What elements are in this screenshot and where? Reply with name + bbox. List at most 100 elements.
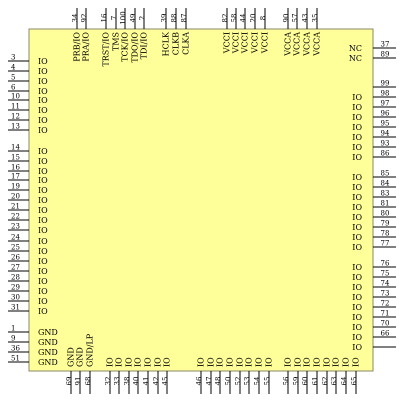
bottom-pin-number: 55 [264, 377, 272, 386]
left-pin-number: 51 [11, 355, 20, 363]
left-pin-label: IO [38, 216, 48, 225]
bottom-pin-label: IO [106, 357, 115, 367]
left-pin-number: 16 [11, 164, 20, 172]
bottom-pin-label: IO [255, 357, 264, 367]
right-pin-number: 71 [381, 310, 390, 318]
bottom-pin-label: IO [313, 357, 322, 367]
left-pin-label: IO [38, 226, 48, 235]
left-pin-label: IO [38, 147, 48, 156]
bottom-pin-label: IO [226, 357, 235, 367]
bottom-pins: 69GND91GND68GND/LP32IO33IO38IO40IO41IO42… [66, 333, 361, 394]
bottom-pin-number: 65 [351, 377, 359, 386]
left-pin-number: 12 [11, 113, 20, 121]
left-pin-number: 6 [11, 84, 16, 92]
left-pin-label: IO [38, 176, 48, 185]
bottom-pin-number: 50 [225, 377, 233, 386]
bottom-pin-label: IO [245, 357, 254, 367]
right-pin-number: 83 [381, 190, 390, 198]
bottom-pin-number: 60 [302, 377, 310, 386]
top-pin-label: TDI/IO [140, 32, 149, 60]
left-pin-number: 22 [11, 213, 20, 221]
left-pin-number: 25 [11, 244, 20, 252]
bottom-pin-number: 38 [124, 377, 132, 386]
top-pin-label: VCCA [293, 32, 302, 57]
bottom-pin-label: IO [352, 357, 361, 367]
left-pin-number: 17 [11, 173, 20, 181]
right-pin-number: 96 [381, 110, 390, 118]
top-pin-number: 43 [302, 14, 310, 23]
top-pin-number: 20 [250, 14, 258, 23]
bottom-pin-label: GND [67, 347, 76, 367]
bottom-pin-label: GND [76, 347, 85, 367]
bottom-pin-label: GND/LP [86, 333, 95, 367]
top-pin-number: 92 [81, 14, 89, 23]
right-pin-number: 85 [381, 170, 390, 178]
top-pin-label: VCCI [241, 32, 250, 54]
right-pin-number: 76 [381, 260, 390, 268]
left-pin-label: IO [38, 57, 48, 66]
bottom-pin-number: 68 [85, 377, 93, 386]
bottom-pin-number: 91 [75, 377, 83, 386]
left-pin-number: 15 [11, 154, 20, 162]
bottom-pin-number: 46 [196, 376, 204, 385]
top-pin-label: VCCI [223, 32, 232, 54]
bottom-pin: 50 IO [225, 357, 235, 394]
bottom-pin: 48 IO [215, 357, 225, 394]
top-pin-label: TCK/IO [121, 32, 130, 62]
left-pin-label: IO [38, 67, 48, 76]
bottom-pin-number: 48 [215, 377, 223, 386]
left-pin-label: IO [38, 196, 48, 205]
left-pin-label: IO [38, 87, 48, 96]
right-pins: 37NC89NC9998IO97IO96IO95IO94IO93IO86IO85… [349, 41, 396, 352]
bottom-pin-label: IO [216, 357, 225, 367]
right-pin-number: 80 [381, 210, 390, 218]
left-pin-number: 13 [11, 123, 20, 131]
bottom-pin-number: 45 [162, 377, 170, 386]
right-pin-number: 97 [381, 100, 390, 108]
top-pin-label: VCCA [303, 32, 312, 57]
left-pin-label: GND [38, 338, 58, 347]
bottom-pin-number: 32 [105, 377, 113, 386]
top-pin-number: 87 [181, 14, 189, 23]
right-pin-number: 77 [381, 240, 390, 248]
left-pin-label: GND [38, 348, 58, 357]
right-pin-label: IO [352, 93, 362, 102]
right-pin-number: 74 [381, 280, 390, 288]
top-pin-number: 90 [283, 14, 291, 23]
right-pin-label: IO [352, 233, 362, 242]
bottom-pin-label: IO [342, 357, 351, 367]
right-pin-number: 78 [381, 230, 390, 238]
